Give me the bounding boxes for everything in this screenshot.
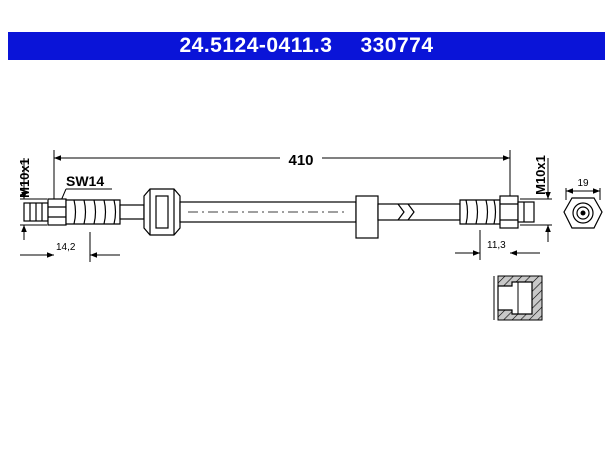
left-fitting-length-label: 14,2 [56,242,76,253]
port-section-detail [493,275,543,321]
dimension-right-thread: M10x1 [520,155,552,242]
wrench-size-label: SW14 [66,173,104,189]
right-thread-label: M10x1 [533,155,548,195]
reference-number: 330774 [360,34,434,57]
right-fitting-length-label: 11,3 [487,240,506,251]
wrench-size-callout: SW14 [59,173,112,204]
header-banner: 24.5124-0411.3 330774 [8,32,605,60]
left-thread-label: M10x1 [17,158,32,198]
total-length-label: 410 [288,152,313,169]
end-diameter-label: 19 [577,178,589,189]
dimension-right-fitting: 11,3 [455,230,540,260]
dimension-left-fitting: 14,2 [20,232,120,262]
dimension-total-length: 410 [53,150,511,210]
part-number: 24.5124-0411.3 [179,34,333,57]
hose-body [23,188,535,239]
end-view: 19 [563,178,603,229]
dimension-left-thread: M10x1 [17,158,47,240]
